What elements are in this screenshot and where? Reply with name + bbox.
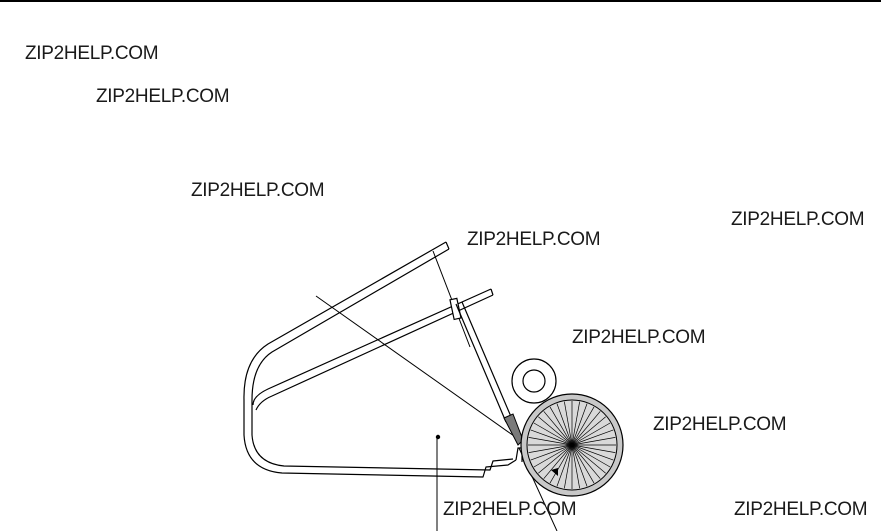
watermark-text: ZIP2HELP.COM <box>734 499 868 520</box>
roller-spoke <box>571 444 601 479</box>
watermark-text: ZIP2HELP.COM <box>572 327 706 348</box>
top-rule <box>0 0 881 2</box>
roller-spoke <box>571 403 588 446</box>
roller-spoke <box>556 403 573 446</box>
developer-roller-hub <box>570 443 574 447</box>
roller-spoke <box>549 406 573 446</box>
watermark-text: ZIP2HELP.COM <box>467 229 601 250</box>
roller-spoke <box>528 437 573 446</box>
roller-spoke <box>556 444 573 487</box>
roller-spoke <box>571 444 614 461</box>
blade-arm-left <box>455 303 507 423</box>
watermark-text: ZIP2HELP.COM <box>96 86 230 107</box>
hopper-divider-outer <box>252 288 492 406</box>
watermark-text: ZIP2HELP.COM <box>443 499 577 520</box>
roller-spoke <box>571 444 616 453</box>
hopper-top-cap <box>445 241 450 250</box>
rotation-arrow <box>551 468 558 476</box>
roller-spoke <box>571 416 606 446</box>
roller-spoke <box>533 444 573 468</box>
hopper-outer-wall <box>243 241 517 478</box>
hopper-divider-cap <box>490 288 494 296</box>
leader-dot <box>435 434 441 440</box>
roller-spoke <box>549 444 573 484</box>
roller-spoke <box>571 437 616 446</box>
watermark-text: ZIP2HELP.COM <box>653 414 787 435</box>
roller-spoke <box>530 429 573 446</box>
leader-line-upper <box>315 295 515 437</box>
roller-spoke <box>571 422 611 446</box>
supply-roller-inner <box>522 369 546 393</box>
roller-spoke <box>571 444 606 474</box>
roller-spoke <box>571 411 601 446</box>
roller-spoke <box>571 444 580 489</box>
roller-spoke <box>543 444 573 479</box>
hopper-divider-inner <box>255 294 494 411</box>
watermark-text: ZIP2HELP.COM <box>731 209 865 230</box>
roller-spoke <box>571 444 595 484</box>
roller-spoke <box>530 444 573 461</box>
developer-roller-spokes <box>528 401 616 489</box>
roller-spoke <box>564 401 573 446</box>
roller-spoke <box>564 444 573 489</box>
roller-spoke <box>538 444 573 474</box>
roller-spoke <box>528 444 573 453</box>
watermark-text: ZIP2HELP.COM <box>25 43 159 64</box>
roller-spoke <box>571 406 595 446</box>
roller-spoke <box>571 444 611 468</box>
roller-spoke <box>543 411 573 446</box>
hopper-inner-wall <box>251 248 514 471</box>
blade-bracket <box>449 297 462 321</box>
roller-spoke <box>538 416 573 446</box>
watermark-text: ZIP2HELP.COM <box>191 180 325 201</box>
doctor-blade-tip <box>503 413 524 446</box>
roller-spoke <box>571 444 588 487</box>
blade-arm-right <box>461 301 513 420</box>
roller-spoke <box>571 401 580 446</box>
roller-spoke <box>533 422 573 446</box>
roller-spoke <box>571 429 614 446</box>
